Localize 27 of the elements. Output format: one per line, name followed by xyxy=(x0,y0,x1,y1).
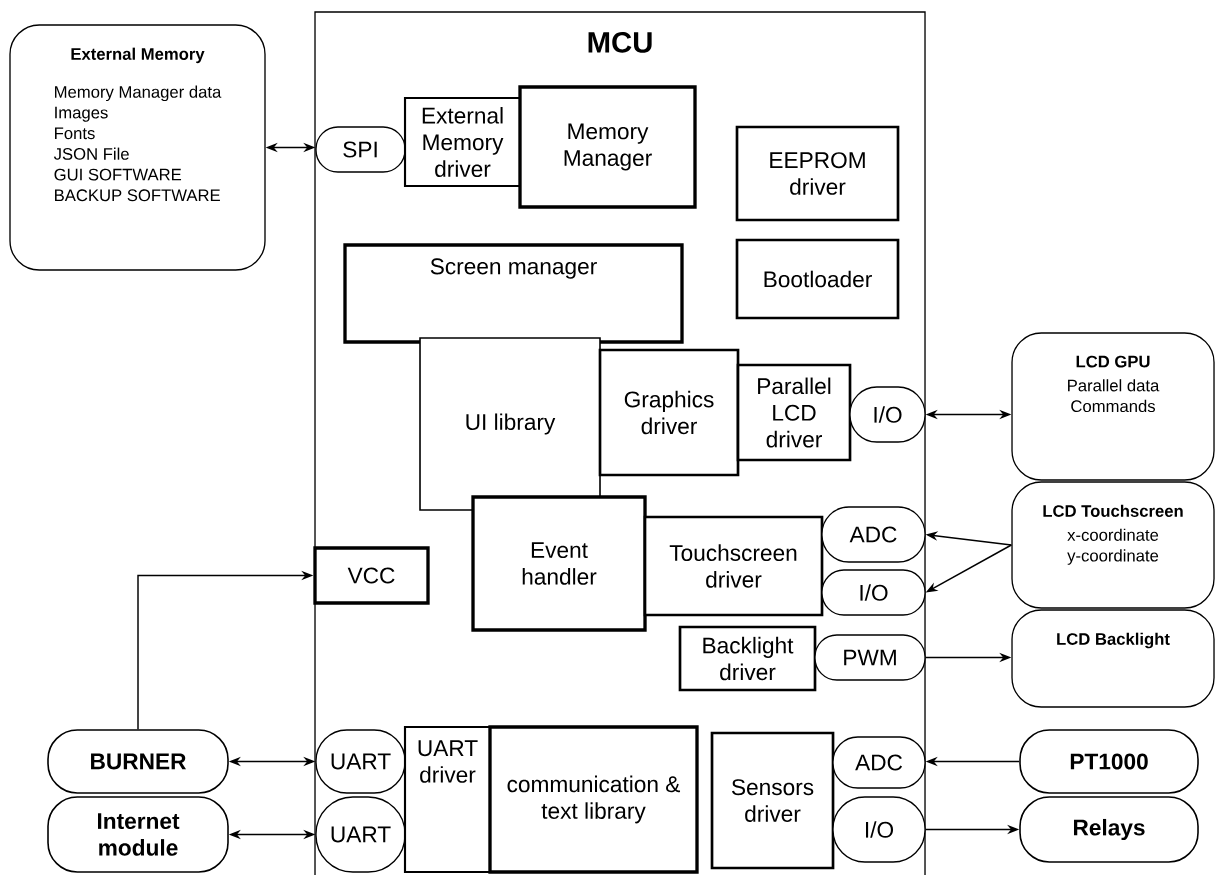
interface-pill: I/O xyxy=(849,386,926,443)
interface-pill: UART xyxy=(315,796,406,873)
module-box: EEPROM driver xyxy=(735,125,900,222)
device-box: Internet module xyxy=(47,796,229,873)
device-box: LCD GPU Parallel data Commands xyxy=(1011,332,1215,481)
interface-pill: I/O xyxy=(821,569,926,616)
interface-pill: PWM xyxy=(814,634,926,681)
module-box: Event handler xyxy=(471,495,647,632)
module-box: Screen manager xyxy=(343,243,684,344)
module-box: Graphics driver xyxy=(598,348,740,477)
module-box: Parallel LCD driver xyxy=(736,363,852,462)
device-box: PT1000 xyxy=(1019,729,1199,794)
module-box: Sensors driver xyxy=(710,731,835,870)
module-box: Touchscreen driver xyxy=(643,515,824,617)
module-box: Backlight driver xyxy=(678,625,817,692)
device-box: LCD Touchscreen x-coordinate y-coordinate xyxy=(1011,481,1215,609)
module-box: UART driver xyxy=(403,725,492,874)
module-box: External Memory driver xyxy=(403,96,522,188)
interface-pill: I/O xyxy=(832,796,926,863)
device-box: Relays xyxy=(1019,796,1199,863)
module-box: VCC xyxy=(313,546,430,605)
device-box: LCD Backlight xyxy=(1011,609,1215,708)
module-box: Bootloader xyxy=(735,238,900,320)
memory-box: External Memory Memory Manager data Images Fonts JSON File GUI SOFTWARE BACKUP SOFTWARE xyxy=(9,24,266,271)
interface-pill: UART xyxy=(315,729,406,794)
device-box: BURNER xyxy=(47,729,229,794)
module-box: UI library xyxy=(419,337,601,511)
